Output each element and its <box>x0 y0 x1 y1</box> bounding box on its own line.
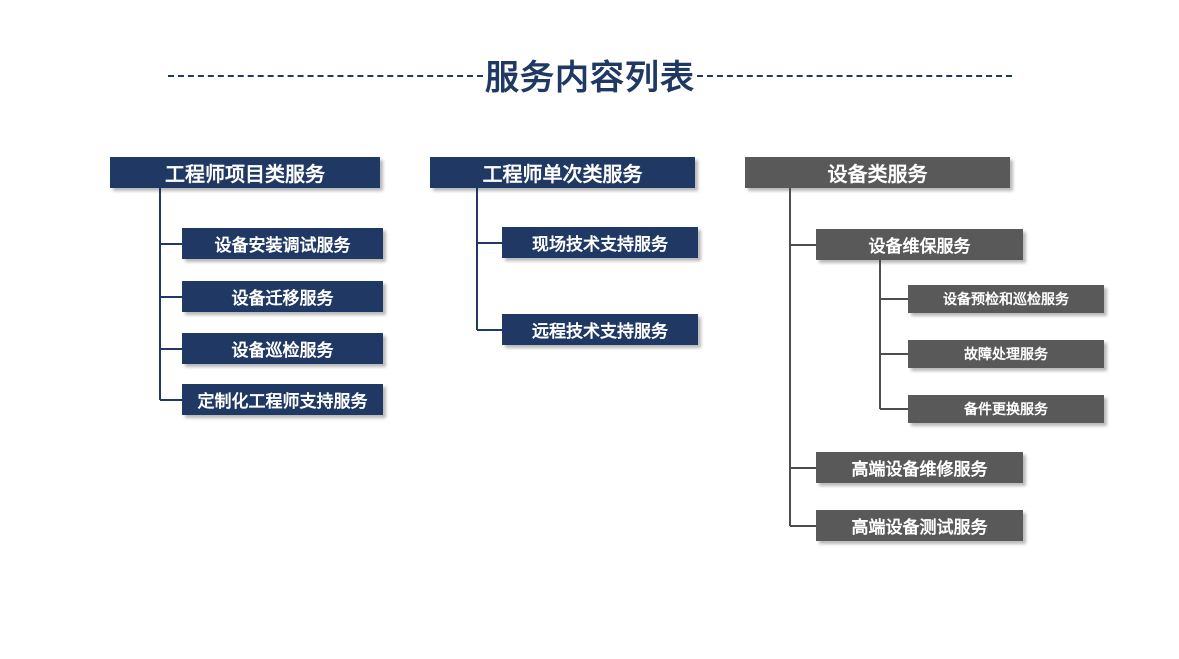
connector-maintenance-sub-vline <box>879 260 881 409</box>
title-dash-right <box>697 75 1012 77</box>
connector-stub <box>160 399 183 401</box>
title-row: 服务内容列表 <box>168 50 1012 98</box>
connector-stub <box>880 353 908 355</box>
node-customized-engineer-support-service: 定制化工程师支持服务 <box>182 384 383 415</box>
connector-engineer-single-vline <box>476 188 478 330</box>
connector-stub <box>160 243 183 245</box>
connector-stub <box>160 296 183 298</box>
node-equipment-inspection-service: 设备巡检服务 <box>182 333 383 364</box>
node-equipment-maintenance-service: 设备维保服务 <box>816 229 1023 260</box>
connector-stub <box>880 298 908 300</box>
connector-stub <box>477 329 502 331</box>
connector-stub <box>880 408 908 410</box>
group-header-equipment-services: 设备类服务 <box>745 157 1010 188</box>
node-equipment-relocation-service: 设备迁移服务 <box>182 281 383 312</box>
connector-equipment-services-vline <box>789 188 791 526</box>
connector-stub <box>160 348 183 350</box>
node-highend-equipment-repair-service: 高端设备维修服务 <box>816 452 1023 483</box>
group-header-engineer-project-services: 工程师项目类服务 <box>110 157 380 188</box>
connector-stub <box>790 244 816 246</box>
node-highend-equipment-testing-service: 高端设备测试服务 <box>816 510 1023 541</box>
node-remote-technical-support-service: 远程技术支持服务 <box>502 314 698 345</box>
group-header-engineer-single-services: 工程师单次类服务 <box>430 157 695 188</box>
node-equipment-installation-debugging-service: 设备安装调试服务 <box>182 228 383 259</box>
node-onsite-technical-support-service: 现场技术支持服务 <box>502 227 698 258</box>
connector-stub <box>790 525 816 527</box>
connector-engineer-project-vline <box>159 188 161 400</box>
node-spare-parts-replacement-service: 备件更换服务 <box>908 395 1104 423</box>
connector-stub <box>477 242 502 244</box>
node-fault-handling-service: 故障处理服务 <box>908 340 1104 368</box>
node-precheck-and-inspection-service: 设备预检和巡检服务 <box>908 285 1104 313</box>
connector-stub <box>790 467 816 469</box>
title-dash-left <box>168 75 483 77</box>
page-title: 服务内容列表 <box>485 58 695 97</box>
